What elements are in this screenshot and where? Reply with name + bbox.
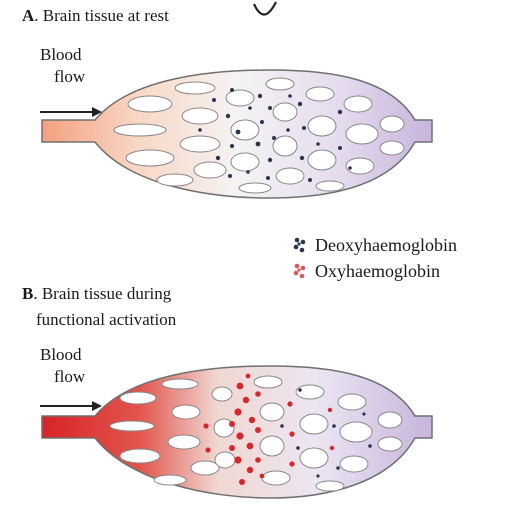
legend-deoxy: Deoxyhaemoglobin — [290, 234, 457, 256]
panel-b-flow-arrow — [40, 401, 102, 411]
panel-b-flow-line1: Blood — [40, 344, 85, 366]
panel-a-vessel-network — [0, 68, 518, 238]
top-curve-decoration — [250, 0, 280, 30]
panel-b-vessel-network — [0, 364, 518, 524]
panel-b-title: B. Brain tissue during — [22, 284, 171, 304]
panel-a-letter: A — [22, 6, 34, 25]
panel-a-flow-arrow — [40, 107, 102, 117]
deoxy-dots-icon — [290, 235, 310, 255]
oxy-dots-icon — [290, 261, 310, 281]
panel-a-title: A. Brain tissue at rest — [22, 6, 169, 26]
panel-a-flow-line1: Blood — [40, 44, 85, 66]
panel-b-title-line2: functional activation — [36, 310, 176, 330]
legend-deoxy-label: Deoxyhaemoglobin — [315, 234, 457, 256]
legend-oxy-label: Oxyhaemoglobin — [315, 260, 440, 282]
legend-oxy: Oxyhaemoglobin — [290, 260, 440, 282]
panel-b-letter: B — [22, 284, 33, 303]
panel-b-title-line1: . Brain tissue during — [33, 284, 171, 303]
panel-a-title-text: . Brain tissue at rest — [34, 6, 169, 25]
